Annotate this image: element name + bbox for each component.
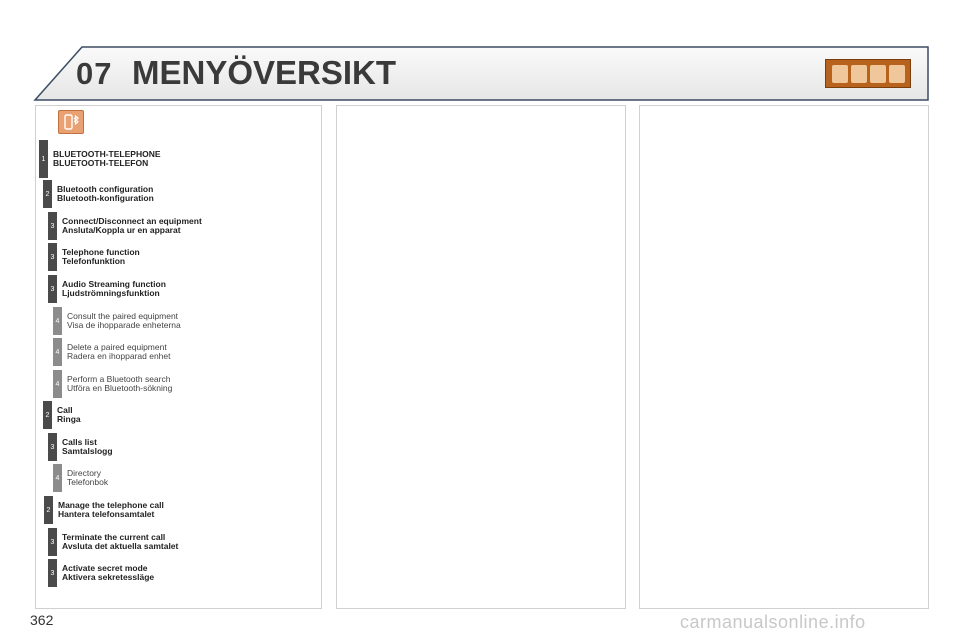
menu-item-calls-list: 3 Calls list Samtalslogg xyxy=(48,433,113,461)
page-number: 362 xyxy=(30,612,54,628)
menu-item-directory: 4 Directory Telefonbok xyxy=(53,464,108,492)
item-label-sv: Radera en ihopparad enhet xyxy=(67,351,171,361)
level-badge: 3 xyxy=(48,559,57,587)
level-badge: 4 xyxy=(53,307,62,335)
header-band xyxy=(33,46,929,101)
item-label-en: Delete a paired equipment xyxy=(67,341,167,352)
item-label-sv: Visa de ihopparade enheterna xyxy=(67,320,181,330)
menu-item-audio-streaming: 3 Audio Streaming function Ljudströmning… xyxy=(48,275,166,303)
menu-panel-left xyxy=(35,105,322,609)
level-badge: 3 xyxy=(48,243,57,271)
item-label-en: Terminate the current call xyxy=(62,531,166,542)
level-badge: 1 xyxy=(39,140,48,178)
item-label-en: Activate secret mode xyxy=(62,562,148,573)
tools-icon xyxy=(869,64,886,83)
bluetooth-phone-icon xyxy=(58,110,84,134)
item-label-sv: Ringa xyxy=(57,414,81,424)
item-label-en: Perform a Bluetooth search xyxy=(67,373,171,384)
item-label-sv: Samtalslogg xyxy=(62,446,113,456)
wrench-icon xyxy=(850,64,867,83)
level-badge: 2 xyxy=(44,496,53,524)
menu-item-bluetooth-search: 4 Perform a Bluetooth search Utföra en B… xyxy=(53,370,172,398)
item-label-sv: Ljudströmningsfunktion xyxy=(62,288,160,298)
menu-item-secret-mode: 3 Activate secret mode Aktivera sekretes… xyxy=(48,559,154,587)
level-badge: 3 xyxy=(48,275,57,303)
item-label-en: Connect/Disconnect an equipment xyxy=(62,215,202,226)
level-badge: 4 xyxy=(53,370,62,398)
car-icon xyxy=(831,64,848,83)
item-label-en: Audio Streaming function xyxy=(62,278,166,289)
menu-item-terminate-call: 3 Terminate the current call Avsluta det… xyxy=(48,528,178,556)
item-label-sv: Telefonfunktion xyxy=(62,256,126,266)
menu-item-connect-disconnect: 3 Connect/Disconnect an equipment Anslut… xyxy=(48,212,202,240)
menu-item-bluetooth-configuration: 2 Bluetooth configuration Bluetooth-konf… xyxy=(43,180,154,208)
item-label-sv: BLUETOOTH-TELEFON xyxy=(53,158,149,168)
phone-icon xyxy=(888,64,905,83)
watermark: carmanualsonline.info xyxy=(680,612,866,632)
menu-item-manage-call: 2 Manage the telephone call Hantera tele… xyxy=(44,496,164,524)
menu-item-call: 2 Call Ringa xyxy=(43,401,81,429)
item-label-sv: Avsluta det aktuella samtalet xyxy=(62,541,179,551)
level-badge: 4 xyxy=(53,338,62,366)
item-label-sv: Ansluta/Koppla ur en apparat xyxy=(62,225,181,235)
item-label-en: Bluetooth configuration xyxy=(57,183,154,194)
level-badge: 3 xyxy=(48,212,57,240)
item-label-en: Manage the telephone call xyxy=(58,499,164,510)
item-label-en: Telephone function xyxy=(62,246,140,257)
item-label-en: BLUETOOTH-TELEPHONE xyxy=(53,148,161,159)
menu-item-telephone-function: 3 Telephone function Telefonfunktion xyxy=(48,243,140,271)
menu-item-consult-paired: 4 Consult the paired equipment Visa de i… xyxy=(53,307,181,335)
item-label-en: Call xyxy=(57,404,73,415)
level-badge: 3 xyxy=(48,528,57,556)
menu-item-bluetooth-telephone: 1 BLUETOOTH-TELEPHONE BLUETOOTH-TELEFON xyxy=(39,140,161,178)
level-badge: 3 xyxy=(48,433,57,461)
chapter-number: 07 xyxy=(76,56,113,91)
menu-item-delete-paired: 4 Delete a paired equipment Radera en ih… xyxy=(53,338,171,366)
item-label-sv: Hantera telefonsamtalet xyxy=(58,509,155,519)
level-badge: 2 xyxy=(43,401,52,429)
item-label-sv: Utföra en Bluetooth-sökning xyxy=(67,383,173,393)
level-badge: 2 xyxy=(43,180,52,208)
header-icon-strip xyxy=(825,59,911,88)
item-label-sv: Telefonbok xyxy=(67,477,109,487)
menu-panel-middle xyxy=(336,105,626,609)
menu-panel-right xyxy=(639,105,929,609)
level-badge: 4 xyxy=(53,464,62,492)
item-label-sv: Bluetooth-konfiguration xyxy=(57,193,154,203)
item-label-sv: Aktivera sekretessläge xyxy=(62,572,155,582)
item-label-en: Directory xyxy=(67,467,102,478)
item-label-en: Calls list xyxy=(62,436,97,447)
page-title: MENYÖVERSIKT xyxy=(132,54,397,91)
item-label-en: Consult the paired equipment xyxy=(67,310,179,321)
